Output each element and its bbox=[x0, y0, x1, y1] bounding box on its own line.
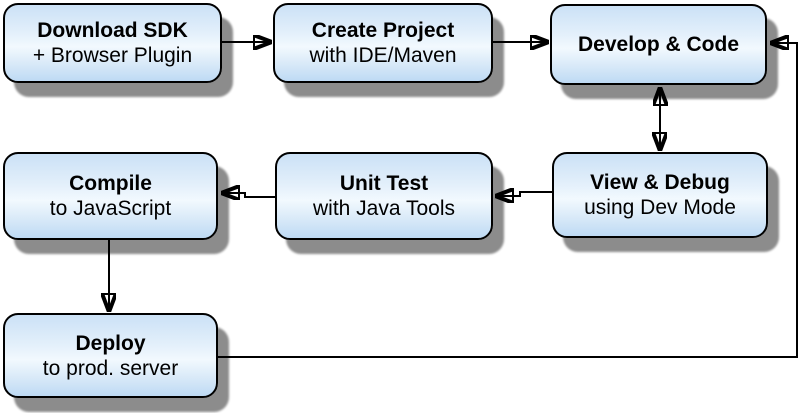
node-view-debug: View & Debug using Dev Mode bbox=[552, 152, 768, 238]
node-title: Unit Test bbox=[339, 172, 429, 195]
node-deploy: Deploy to prod. server bbox=[3, 313, 218, 398]
node-title: Download SDK bbox=[37, 19, 188, 42]
node-subtitle: to prod. server bbox=[42, 356, 179, 380]
node-title: Create Project bbox=[311, 19, 455, 42]
node-subtitle: with IDE/Maven bbox=[309, 44, 457, 67]
node-subtitle: + Browser Plugin bbox=[32, 44, 193, 67]
edge-unittest-to-compile bbox=[222, 193, 275, 197]
node-subtitle: using Dev Mode bbox=[584, 196, 736, 219]
node-subtitle: to JavaScript bbox=[49, 197, 172, 220]
node-develop-code: Develop & Code bbox=[550, 4, 767, 85]
node-title: Develop & Code bbox=[577, 33, 740, 56]
node-title: Compile bbox=[69, 172, 152, 195]
node-download-sdk: Download SDK + Browser Plugin bbox=[3, 3, 222, 83]
node-title: View & Debug bbox=[590, 171, 730, 194]
node-compile: Compile to JavaScript bbox=[3, 152, 218, 240]
node-subtitle: with Java Tools bbox=[312, 197, 456, 220]
node-create-project: Create Project with IDE/Maven bbox=[273, 3, 493, 83]
node-unit-test: Unit Test with Java Tools bbox=[275, 152, 493, 240]
node-title: Deploy bbox=[75, 331, 146, 355]
edge-viewdebug-to-unittest bbox=[496, 192, 553, 196]
